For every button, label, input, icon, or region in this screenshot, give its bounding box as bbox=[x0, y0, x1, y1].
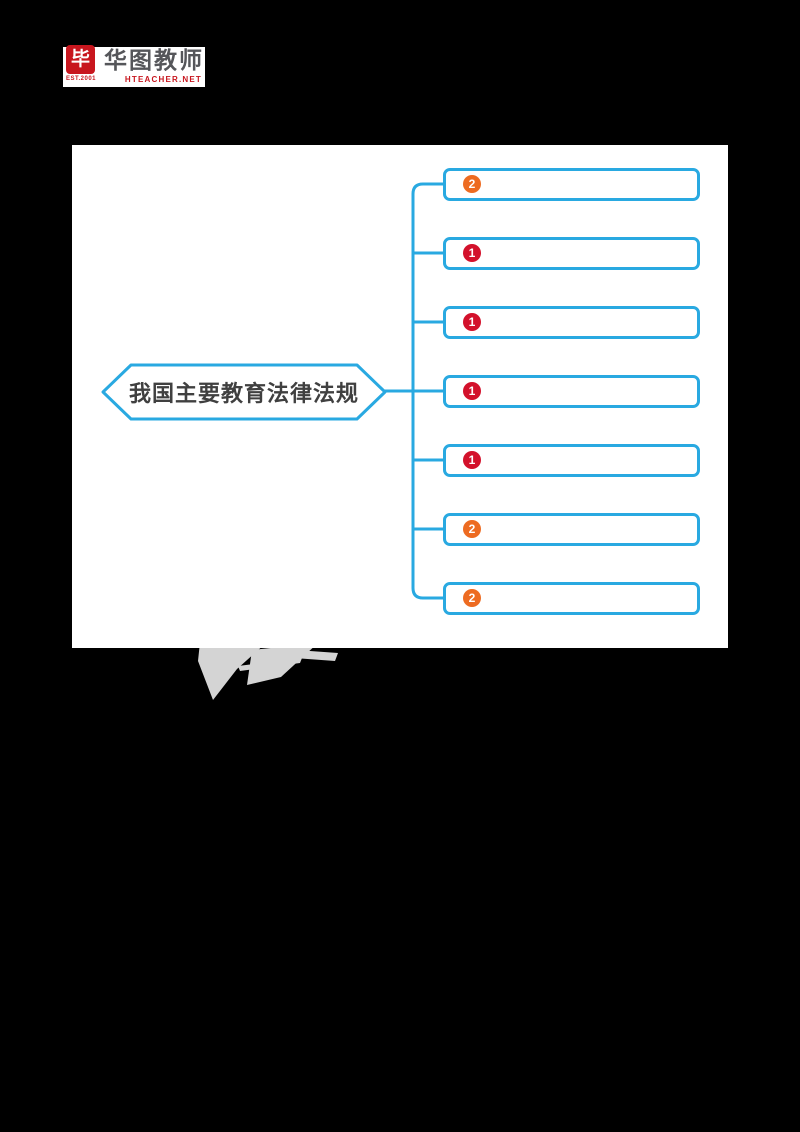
document-page: 我国主要教育法律法规 2 1 1 1 1 2 2 bbox=[72, 145, 728, 648]
root-node: 我国主要教育法律法规 bbox=[128, 381, 359, 406]
huatu-logo: 毕 EST.2001 华图教师 HTEACHER.NET bbox=[63, 45, 205, 87]
huatu-logo-glyph: 毕 bbox=[70, 49, 90, 70]
branch-badge: 1 bbox=[463, 313, 481, 331]
branch-badge: 2 bbox=[463, 175, 481, 193]
branch-badge: 1 bbox=[463, 244, 481, 262]
branch-box-7: 2 bbox=[443, 581, 700, 615]
branch-badge: 1 bbox=[463, 451, 481, 469]
branch-box-3: 1 bbox=[443, 305, 700, 339]
branch-box-4: 1 bbox=[443, 374, 700, 408]
logo-brand-name: 华图教师 bbox=[104, 47, 204, 73]
branch-box-6: 2 bbox=[443, 512, 700, 546]
branch-badge: 2 bbox=[463, 589, 481, 607]
mindmap-connectors bbox=[101, 182, 445, 600]
connector-trunk bbox=[411, 182, 445, 600]
logo-site-label: HTEACHER.NET bbox=[124, 75, 202, 84]
branch-box-2: 1 bbox=[443, 236, 700, 270]
branch-box-5: 1 bbox=[443, 443, 700, 477]
branch-badge: 2 bbox=[463, 520, 481, 538]
branch-box-1: 2 bbox=[443, 167, 700, 201]
branch-badge: 1 bbox=[463, 382, 481, 400]
root-node-shape bbox=[101, 363, 387, 421]
logo-est-label: EST.2001 bbox=[65, 76, 97, 82]
huatu-logo-icon: 毕 bbox=[66, 45, 95, 74]
